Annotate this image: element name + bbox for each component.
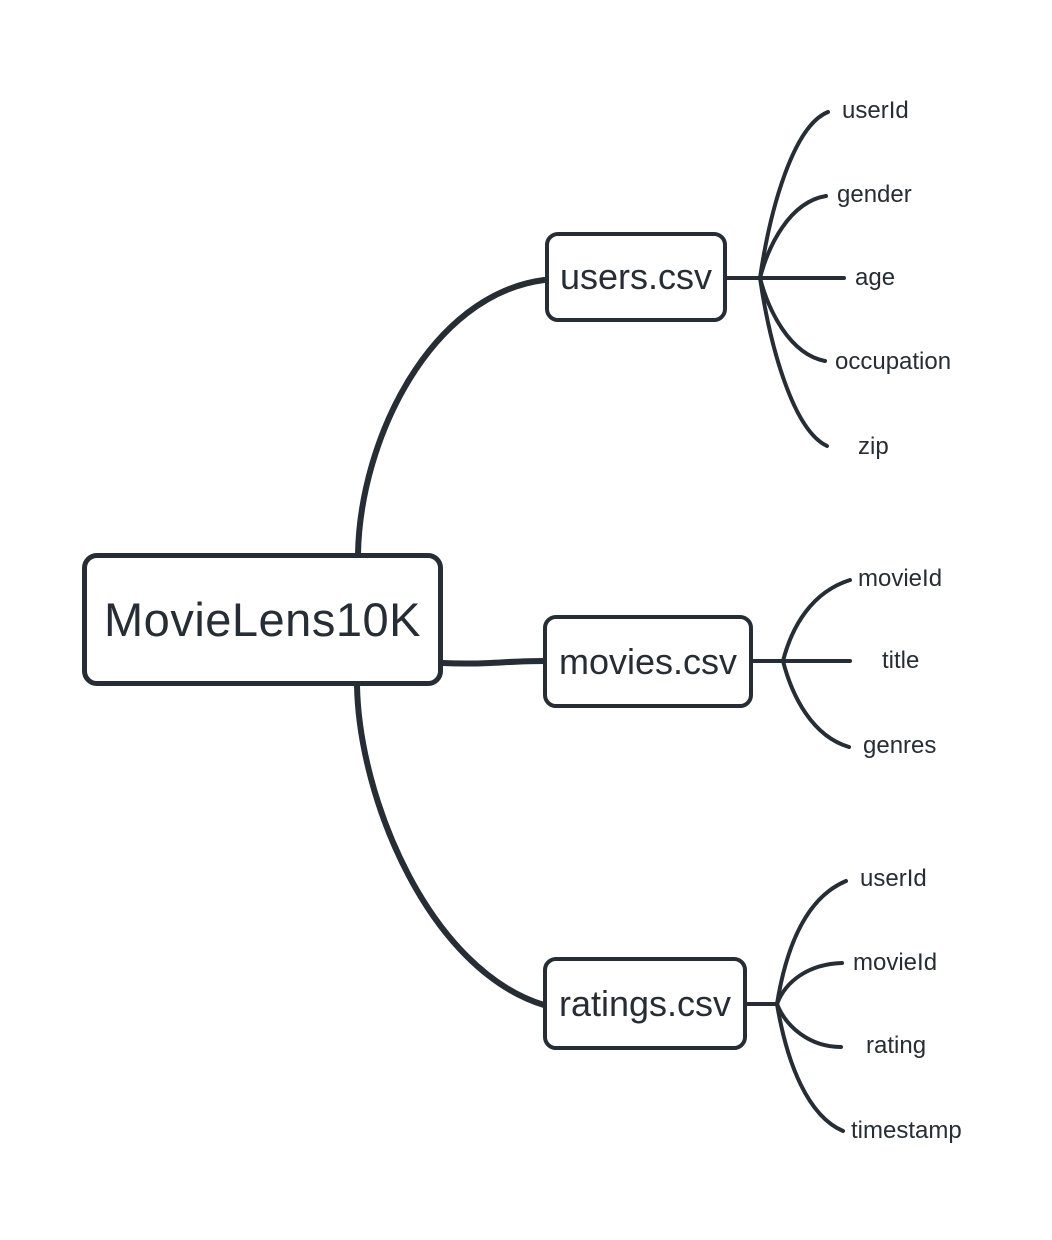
leaf-ratings-movieid[interactable]: movieId bbox=[853, 949, 938, 976]
leaf-movies-genres[interactable]: genres bbox=[863, 732, 937, 759]
root-node-label: MovieLens10K bbox=[104, 593, 421, 646]
link-users-zip bbox=[758, 276, 829, 448]
link-movies-genres bbox=[781, 659, 851, 749]
leaf-ratings-rating[interactable]: rating bbox=[866, 1032, 927, 1059]
link-users-gender bbox=[758, 194, 828, 280]
leaf-users-zip[interactable]: zip bbox=[858, 433, 889, 460]
link-ratings-timestamp bbox=[775, 1002, 845, 1133]
link-ratings-userid bbox=[775, 879, 848, 1006]
link-movies-movieid bbox=[781, 578, 852, 663]
node-users-csv[interactable]: users.csv bbox=[545, 232, 727, 322]
node-movies-csv[interactable]: movies.csv bbox=[543, 615, 753, 708]
leaf-ratings-userid[interactable]: userId bbox=[860, 865, 927, 892]
link-root-movies bbox=[439, 658, 547, 667]
leaf-movies-title[interactable]: title bbox=[882, 647, 920, 674]
node-ratings-csv[interactable]: ratings.csv bbox=[543, 957, 747, 1050]
leaf-users-occupation[interactable]: occupation bbox=[835, 348, 952, 375]
leaf-movies-movieid[interactable]: movieId bbox=[858, 565, 943, 592]
link-root-users bbox=[355, 277, 547, 557]
movies-node-label: movies.csv bbox=[558, 640, 738, 682]
leaf-users-userid[interactable]: userId bbox=[842, 97, 909, 124]
link-ratings-movieid bbox=[775, 961, 844, 1006]
leaf-users-age[interactable]: age bbox=[855, 264, 896, 291]
leaf-ratings-timestamp[interactable]: timestamp bbox=[851, 1117, 962, 1144]
users-node-label: users.csv bbox=[559, 256, 713, 297]
leaf-users-gender[interactable]: gender bbox=[837, 181, 912, 208]
node-root-movielens10k[interactable]: MovieLens10K bbox=[82, 553, 443, 686]
link-users-userid bbox=[758, 110, 830, 280]
link-users-occupation bbox=[758, 276, 827, 363]
link-root-ratings bbox=[354, 682, 547, 1008]
ratings-node-label: ratings.csv bbox=[558, 982, 732, 1024]
